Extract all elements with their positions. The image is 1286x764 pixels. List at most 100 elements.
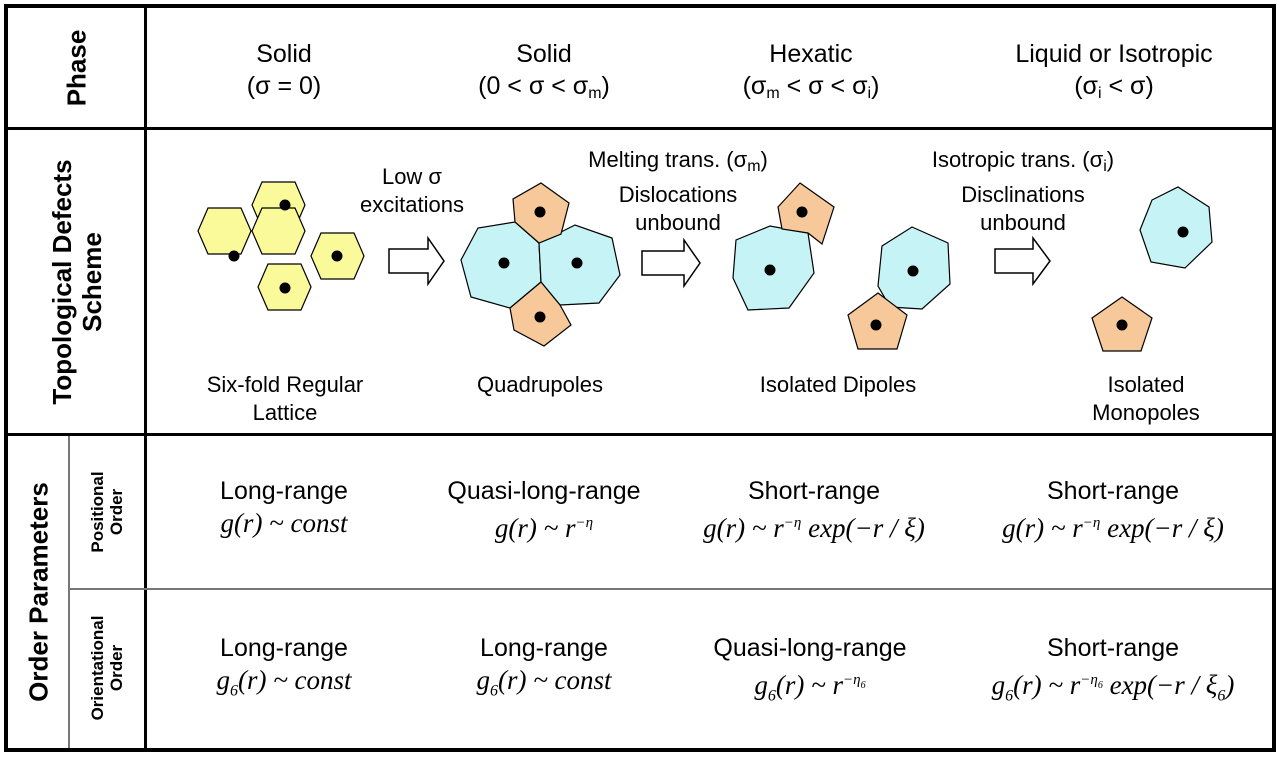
order-range: Quasi-long-range bbox=[713, 634, 907, 662]
formula-tail: exp(−r / ξ) bbox=[1100, 513, 1224, 543]
sup-sub: 6 bbox=[1097, 680, 1103, 691]
transition-line: Melting trans. (σm) bbox=[588, 146, 768, 181]
arrow-right-icon bbox=[994, 235, 1051, 287]
transition-suffix: ) bbox=[760, 147, 768, 172]
order-range: Long-range bbox=[220, 477, 348, 505]
caption-line: Quadrupoles bbox=[477, 372, 603, 397]
dot-icon bbox=[498, 257, 510, 269]
order-range: Quasi-long-range bbox=[447, 477, 641, 505]
positional-cell: Quasi-long-range g(r) ~ r−η bbox=[447, 475, 640, 544]
phase-cell-solid-strained: Solid (0 < σ < σm) bbox=[478, 38, 610, 110]
formula-post: (r) ~ const bbox=[237, 665, 352, 695]
dot-icon bbox=[1177, 226, 1189, 238]
dipole-2 bbox=[847, 226, 951, 350]
order-row-divider bbox=[68, 588, 1272, 590]
phase-cond-suffix: ) bbox=[601, 72, 610, 100]
transition-sub: i bbox=[1103, 158, 1107, 175]
order-range: Long-range bbox=[480, 634, 608, 662]
formula-tail-sub: 6 bbox=[1217, 687, 1226, 705]
formula-sup: −η6 bbox=[1080, 672, 1103, 691]
dot-icon bbox=[331, 250, 343, 262]
caption-line: Monopoles bbox=[1092, 400, 1200, 425]
transition-line: unbound bbox=[635, 210, 721, 235]
transition-line: excitations bbox=[360, 192, 464, 217]
dot-icon bbox=[279, 199, 291, 211]
phase-cell-solid: Solid (σ = 0) bbox=[247, 38, 321, 102]
sup-text: −η bbox=[1080, 672, 1098, 688]
header-column-divider bbox=[144, 8, 147, 748]
dot-icon bbox=[796, 206, 808, 218]
sup-sub: 6 bbox=[860, 680, 866, 691]
caption-line: Isolated bbox=[1107, 372, 1185, 397]
formula-sub: 6 bbox=[1005, 687, 1014, 705]
formula-sup: −η bbox=[783, 515, 802, 531]
phase-condition: (σm < σ < σi) bbox=[743, 70, 880, 110]
transition-sub: m bbox=[747, 158, 761, 175]
formula-pre: g bbox=[754, 670, 768, 700]
dots bbox=[228, 199, 1189, 331]
dot-icon bbox=[534, 206, 546, 218]
formula-post: (r) ~ const bbox=[497, 665, 612, 695]
formula-main: g(r) ~ r bbox=[703, 513, 784, 543]
transition-melting: Melting trans. (σm) Dislocations unbound bbox=[588, 146, 768, 237]
phase-name: Hexatic bbox=[769, 40, 853, 68]
positional-cell: Short-range g(r) ~ r−η exp(−r / ξ) bbox=[703, 475, 925, 544]
phase-cond-text: (σ bbox=[742, 72, 767, 100]
dot-icon bbox=[907, 265, 919, 277]
caption-line: Six-fold Regular bbox=[206, 372, 364, 397]
dot-icon bbox=[534, 311, 546, 323]
order-formula: g6(r) ~ r−η6 exp(−r / ξ6) bbox=[992, 664, 1235, 712]
formula-main: g(r) ~ r bbox=[494, 513, 576, 543]
formula-post: (r) ~ r bbox=[775, 670, 844, 700]
caption-line: Lattice bbox=[252, 400, 318, 425]
transition-text: Isotropic trans. (σ bbox=[931, 147, 1104, 172]
transition-text: Melting trans. (σ bbox=[588, 147, 748, 172]
order-formula: g6(r) ~ r−η6 bbox=[713, 664, 906, 712]
dot-icon bbox=[870, 319, 882, 331]
phase-condition: (σi < σ) bbox=[1015, 70, 1212, 110]
arrows bbox=[388, 235, 1051, 289]
caption-line: Isolated Dipoles bbox=[759, 372, 917, 397]
phase-cond-suffix: ) bbox=[871, 72, 880, 100]
phase-cond-text: (0 < σ < σ bbox=[478, 72, 589, 100]
formula-sup: −η bbox=[1082, 515, 1101, 531]
formula-main: g(r) ~ r bbox=[1002, 513, 1083, 543]
order-range: Short-range bbox=[1046, 477, 1180, 505]
order-range: Long-range bbox=[220, 634, 348, 662]
phase-cond-text: (σ = 0) bbox=[246, 72, 322, 100]
formula-pre: g bbox=[991, 670, 1006, 700]
phase-name: Liquid or Isotropic bbox=[1015, 40, 1213, 68]
formula-post: (r) ~ r bbox=[1013, 670, 1081, 700]
order-subcolumn-divider bbox=[68, 436, 70, 748]
order-formula: g(r) ~ r−η exp(−r / ξ) bbox=[1002, 507, 1224, 544]
transition-line: Dislocations bbox=[618, 182, 738, 207]
defects-row-divider bbox=[8, 433, 1272, 436]
phase-name: Solid bbox=[516, 40, 572, 68]
formula-tail-post: ) bbox=[1225, 670, 1235, 700]
sup-text: −η bbox=[843, 672, 861, 688]
phase-cond-sub: i bbox=[1097, 85, 1102, 102]
positional-cell: Short-range g(r) ~ r−η exp(−r / ξ) bbox=[1002, 475, 1224, 544]
orientational-cell: Short-range g6(r) ~ r−η6 exp(−r / ξ6) bbox=[992, 632, 1235, 712]
phase-cond-suffix: < σ) bbox=[1101, 72, 1154, 100]
dot-icon bbox=[571, 257, 583, 269]
transition-line: unbound bbox=[980, 210, 1066, 235]
phase-cell-liquid: Liquid or Isotropic (σi < σ) bbox=[1015, 38, 1212, 110]
order-formula: g(r) ~ r−η exp(−r / ξ) bbox=[703, 507, 925, 544]
caption-dipoles: Isolated Dipoles bbox=[760, 371, 917, 399]
phase-name: Solid bbox=[256, 40, 312, 68]
formula-sub: 6 bbox=[767, 687, 776, 705]
table-frame bbox=[4, 4, 1276, 752]
transition-line: Low σ bbox=[381, 164, 443, 189]
orientational-cell: Long-range g6(r) ~ const bbox=[476, 632, 611, 707]
phase-cond-text: (σ bbox=[1074, 72, 1098, 100]
positional-cell: Long-range g(r) ~ const bbox=[220, 475, 348, 539]
order-range: Short-range bbox=[747, 477, 881, 505]
caption-quadrupoles: Quadrupoles bbox=[477, 371, 603, 399]
arrow-right-icon bbox=[388, 235, 445, 287]
formula-sub: 6 bbox=[489, 682, 498, 700]
formula-sup: −η6 bbox=[843, 672, 866, 691]
transition-isotropic: Isotropic trans. (σi) Disclinations unbo… bbox=[932, 146, 1114, 237]
transition-suffix: ) bbox=[1106, 147, 1115, 172]
